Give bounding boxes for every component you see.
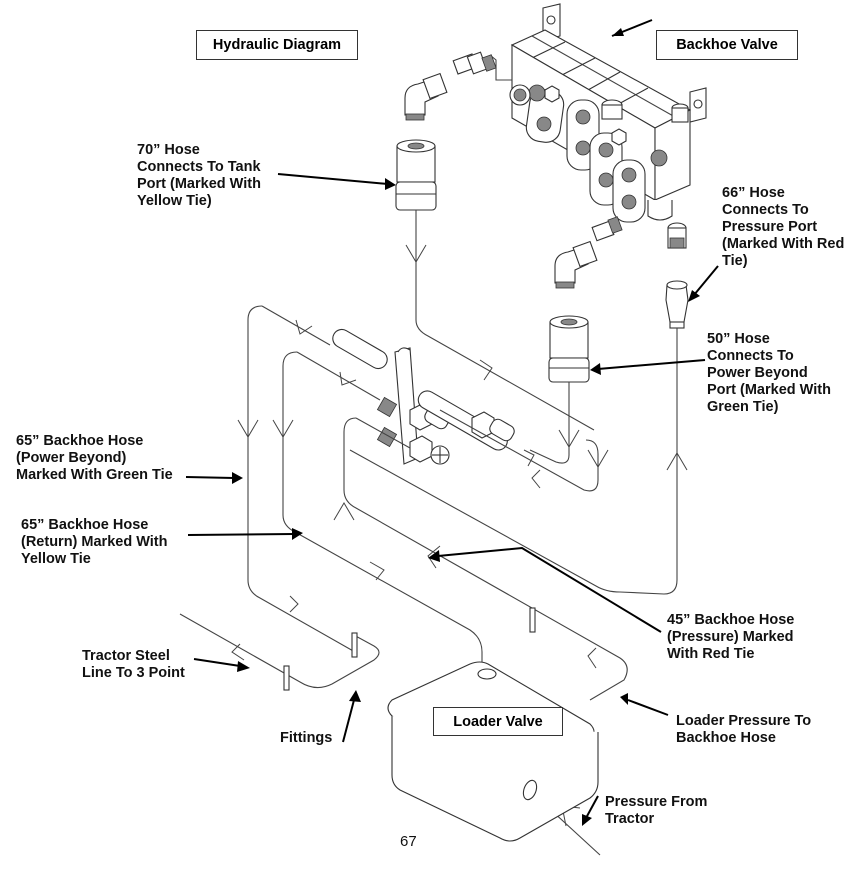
callout-45-pressure-hose: 45” Backhoe Hose (Pressure) Marked With … [667, 612, 795, 662]
page-number: 67 [400, 833, 417, 850]
callout-loader-pressure: Loader Pressure To Backhoe Hose [676, 713, 812, 746]
callout-70-hose: 70” Hose Connects To Tank Port (Marked W… [137, 142, 261, 209]
loader-valve-icon [387, 661, 599, 842]
bulkhead-bracket-icon [332, 328, 515, 465]
hose-lines [179, 210, 678, 856]
callout-50-hose: 50” Hose Connects To Power Beyond Port (… [707, 331, 831, 415]
backhoe-valve-label: Backhoe Valve [676, 37, 778, 53]
loader-valve-label: Loader Valve [453, 713, 543, 730]
diagram-title-box: Hydraulic Diagram [196, 30, 358, 60]
diagram-title: Hydraulic Diagram [212, 37, 342, 53]
leader-lines [185, 19, 719, 826]
tie-markers [283, 607, 536, 691]
loader-valve-label-box: Loader Valve [433, 707, 563, 736]
callout-tractor-steel-line: Tractor Steel Line To 3 Point [82, 648, 185, 681]
callout-pressure-from-tractor: Pressure From Tractor [605, 794, 708, 827]
callout-fittings: Fittings [280, 730, 333, 746]
flow-arrows [231, 244, 688, 827]
callout-65-power-beyond-hose: 65” Backhoe Hose (Power Beyond) Marked W… [16, 433, 173, 483]
callout-66-hose: 66” Hose Connects To Pressure Port (Mark… [722, 185, 845, 269]
pressure-port-fittings-icon [548, 216, 689, 383]
callout-65-return-hose: 65” Backhoe Hose (Return) Marked With Ye… [21, 517, 168, 567]
backhoe-valve-label-box: Backhoe Valve [656, 30, 798, 60]
tank-port-fittings-icon [395, 51, 512, 211]
backhoe-valve-icon [509, 3, 707, 223]
